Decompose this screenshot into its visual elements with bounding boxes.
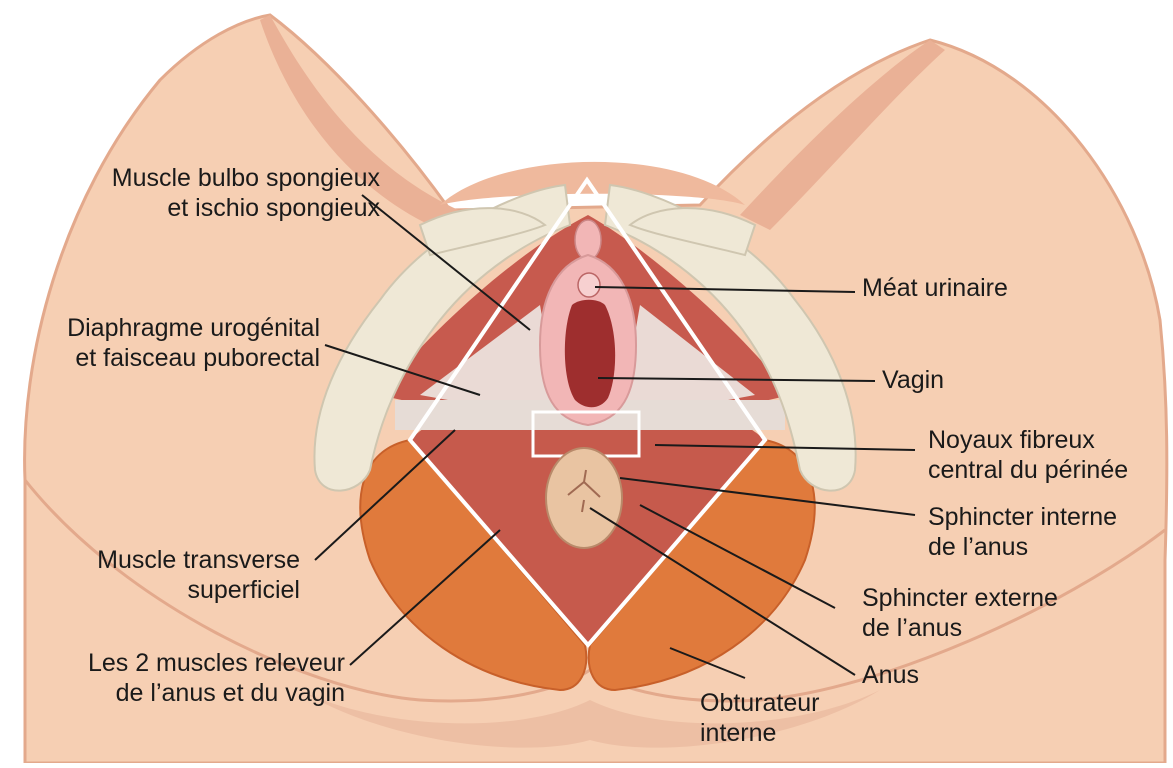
label-line: Méat urinaire bbox=[862, 273, 1008, 303]
label-muscle-transverse: Muscle transverse superficiel bbox=[30, 545, 300, 605]
label-line: Noyaux fibreux bbox=[928, 425, 1128, 455]
label-line: Vagin bbox=[882, 365, 944, 395]
label-meat-urinaire: Méat urinaire bbox=[862, 273, 1008, 303]
label-line: Les 2 muscles releveur bbox=[20, 648, 345, 678]
label-line: et faisceau puborectal bbox=[0, 343, 320, 373]
label-line: de l’anus bbox=[862, 613, 1058, 643]
label-line: de l’anus bbox=[928, 532, 1117, 562]
label-releveur: Les 2 muscles releveur de l’anus et du v… bbox=[20, 648, 345, 708]
pubic-region bbox=[440, 162, 745, 205]
label-noyaux-fibreux: Noyaux fibreux central du périnée bbox=[928, 425, 1128, 485]
label-line: Obturateur bbox=[700, 688, 820, 718]
label-line: Sphincter interne bbox=[928, 502, 1117, 532]
label-line: superficiel bbox=[30, 575, 300, 605]
anus-sphincter bbox=[546, 448, 622, 548]
label-line: central du périnée bbox=[928, 455, 1128, 485]
label-line: Diaphragme urogénital bbox=[0, 313, 320, 343]
label-anus: Anus bbox=[862, 660, 919, 690]
label-line: Muscle bulbo spongieux bbox=[20, 163, 380, 193]
label-line: Sphincter externe bbox=[862, 583, 1058, 613]
label-sphincter-externe: Sphincter externe de l’anus bbox=[862, 583, 1058, 643]
label-obturateur-interne: Obturateur interne bbox=[700, 688, 820, 748]
label-line: Anus bbox=[862, 660, 919, 690]
vaginal-lumen bbox=[565, 300, 615, 408]
label-vagin: Vagin bbox=[882, 365, 944, 395]
label-line: interne bbox=[700, 718, 820, 748]
label-sphincter-interne: Sphincter interne de l’anus bbox=[928, 502, 1117, 562]
label-line: et ischio spongieux bbox=[20, 193, 380, 223]
label-line: de l’anus et du vagin bbox=[20, 678, 345, 708]
label-line: Muscle transverse bbox=[30, 545, 300, 575]
label-diaphragme-urogenital: Diaphragme urogénital et faisceau pubore… bbox=[0, 313, 320, 373]
label-bulbo-spongieux: Muscle bulbo spongieux et ischio spongie… bbox=[20, 163, 380, 223]
urethral-meatus bbox=[578, 273, 600, 297]
